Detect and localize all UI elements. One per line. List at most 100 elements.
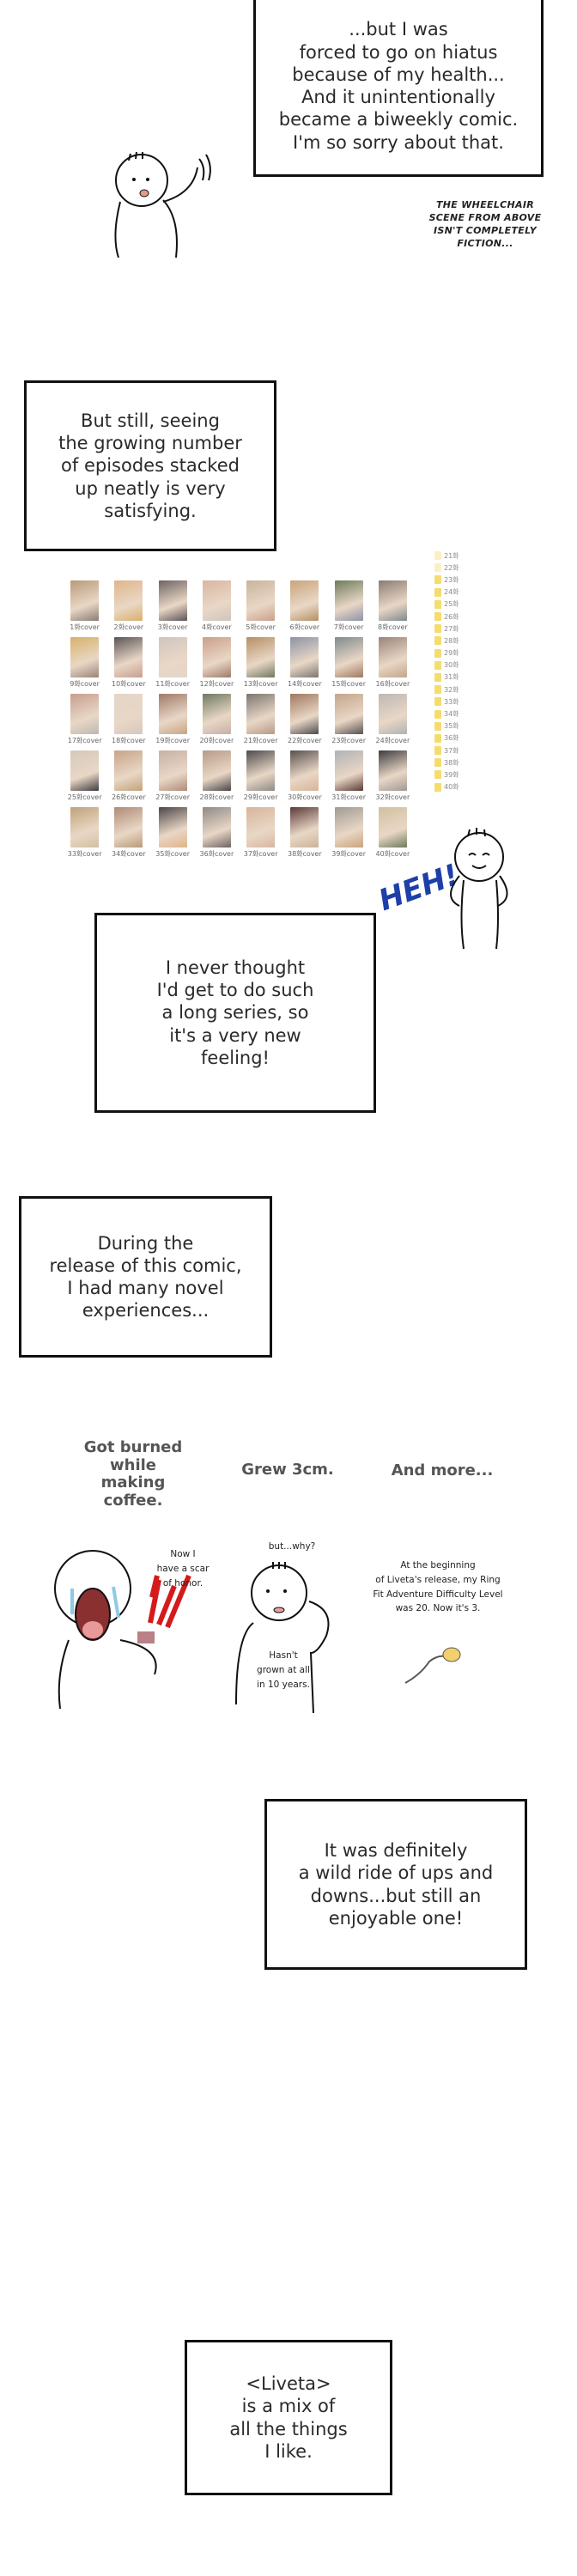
stick-figure-crying-drawing (114, 151, 211, 258)
episode-cover-tile[interactable]: 23화cover (327, 694, 371, 745)
episode-cover-tile[interactable]: 9화cover (63, 637, 106, 689)
episode-cover-tile[interactable]: 21화cover (239, 694, 282, 745)
cover-thumbnail (114, 694, 143, 734)
cover-label: 24화cover (375, 737, 410, 744)
episode-cover-tile[interactable]: 36화cover (195, 807, 239, 859)
folder-label: 30화 (444, 661, 459, 670)
cover-label: 29화cover (243, 793, 278, 801)
cover-label: 4화cover (202, 623, 232, 631)
episode-cover-tile[interactable]: 20화cover (195, 694, 239, 745)
episode-cover-tile[interactable]: 3화cover (151, 580, 195, 632)
episode-cover-tile[interactable]: 25화cover (63, 750, 106, 802)
cover-thumbnail (378, 580, 407, 621)
folder-item[interactable]: 27화 (434, 623, 459, 635)
episode-cover-tile[interactable]: 40화cover (371, 807, 415, 859)
cover-thumbnail (378, 750, 407, 791)
cover-thumbnail (290, 694, 319, 734)
folder-item[interactable]: 22화 (434, 562, 459, 574)
folder-item[interactable]: 32화 (434, 683, 459, 696)
folder-item[interactable]: 29화 (434, 647, 459, 659)
episode-cover-tile[interactable]: 24화cover (371, 694, 415, 745)
episode-cover-tile[interactable]: 30화cover (282, 750, 326, 802)
folder-icon (434, 587, 441, 597)
episode-cover-tile[interactable]: 2화cover (106, 580, 150, 632)
episode-cover-tile[interactable]: 4화cover (195, 580, 239, 632)
cover-thumbnail (202, 580, 231, 621)
folder-label: 27화 (444, 624, 459, 633)
bean-sprout-drawing (404, 1647, 461, 1684)
folder-item[interactable]: 37화 (434, 744, 459, 756)
episode-cover-tile[interactable]: 11화cover (151, 637, 195, 689)
cover-thumbnail (70, 750, 100, 791)
folder-label: 29화 (444, 649, 459, 658)
folder-item[interactable]: 28화 (434, 635, 459, 647)
grow-title: Grew 3cm. (241, 1461, 334, 1479)
cover-thumbnail (158, 807, 187, 848)
cover-thumbnail (202, 694, 231, 734)
cover-label: 36화cover (199, 850, 234, 858)
folder-item[interactable]: 25화 (434, 598, 459, 611)
folder-item[interactable]: 30화 (434, 659, 459, 671)
episode-cover-tile[interactable]: 14화cover (282, 637, 326, 689)
folder-item[interactable]: 38화 (434, 756, 459, 769)
folder-item[interactable]: 23화 (434, 574, 459, 586)
episode-cover-tile[interactable]: 33화cover (63, 807, 106, 859)
folder-icon (434, 599, 441, 609)
folder-item[interactable]: 36화 (434, 732, 459, 744)
episode-cover-tile[interactable]: 22화cover (282, 694, 326, 745)
ring-fit-note: At the beginning of Liveta's release, my… (373, 1560, 503, 1614)
folder-item[interactable]: 40화 (434, 781, 459, 793)
episode-cover-tile[interactable]: 18화cover (106, 694, 150, 745)
cover-thumbnail (70, 580, 100, 621)
episode-cover-tile[interactable]: 6화cover (282, 580, 326, 632)
episode-cover-tile[interactable]: 12화cover (195, 637, 239, 689)
episode-cover-tile[interactable]: 16화cover (371, 637, 415, 689)
cover-label: 2화cover (113, 623, 144, 631)
cover-label: 19화cover (155, 737, 191, 744)
folder-item[interactable]: 33화 (434, 696, 459, 708)
episode-cover-tile[interactable]: 35화cover (151, 807, 195, 859)
episode-cover-tile[interactable]: 13화cover (239, 637, 282, 689)
episode-cover-tile[interactable]: 37화cover (239, 807, 282, 859)
episode-cover-tile[interactable]: 10화cover (106, 637, 150, 689)
episode-cover-tile[interactable]: 17화cover (63, 694, 106, 745)
folder-item[interactable]: 26화 (434, 611, 459, 623)
cover-label: 31화cover (331, 793, 367, 801)
folder-label: 39화 (444, 770, 459, 779)
cover-thumbnail (158, 694, 187, 734)
grow-note: Hasn't grown at all in 10 years. (257, 1650, 310, 1690)
cover-label: 33화cover (67, 850, 102, 858)
confused-figure-drawing (235, 1562, 330, 1713)
cover-thumbnail (114, 580, 143, 621)
episode-cover-tile[interactable]: 32화cover (371, 750, 415, 802)
episode-cover-tile[interactable]: 28화cover (195, 750, 239, 802)
episode-cover-tile[interactable]: 5화cover (239, 580, 282, 632)
episode-cover-tile[interactable]: 1화cover (63, 580, 106, 632)
episode-cover-tile[interactable]: 8화cover (371, 580, 415, 632)
experiences-speech-box: During the release of this comic, I had … (19, 1196, 272, 1358)
episode-cover-tile[interactable]: 19화cover (151, 694, 195, 745)
cover-label: 39화cover (331, 850, 367, 858)
episode-cover-tile[interactable]: 29화cover (239, 750, 282, 802)
episode-cover-tile[interactable]: 34화cover (106, 807, 150, 859)
wild-ride-speech-box: It was definitely a wild ride of ups and… (264, 1799, 527, 1970)
episode-cover-tile[interactable]: 31화cover (327, 750, 371, 802)
folder-item[interactable]: 34화 (434, 708, 459, 720)
folder-item[interactable]: 31화 (434, 671, 459, 683)
episode-cover-tile[interactable]: 7화cover (327, 580, 371, 632)
folder-icon (434, 721, 441, 731)
episode-cover-tile[interactable]: 38화cover (282, 807, 326, 859)
folder-item[interactable]: 35화 (434, 720, 459, 732)
cover-thumbnail (290, 807, 319, 848)
cover-label: 21화cover (243, 737, 278, 744)
folder-item[interactable]: 24화 (434, 586, 459, 598)
episode-cover-tile[interactable]: 26화cover (106, 750, 150, 802)
cover-thumbnail (378, 637, 407, 677)
cover-label: 28화cover (199, 793, 234, 801)
episode-cover-tile[interactable]: 39화cover (327, 807, 371, 859)
episode-cover-tile[interactable]: 27화cover (151, 750, 195, 802)
cover-thumbnail (246, 807, 276, 848)
episode-cover-tile[interactable]: 15화cover (327, 637, 371, 689)
folder-item[interactable]: 21화 (434, 550, 459, 562)
folder-item[interactable]: 39화 (434, 769, 459, 781)
